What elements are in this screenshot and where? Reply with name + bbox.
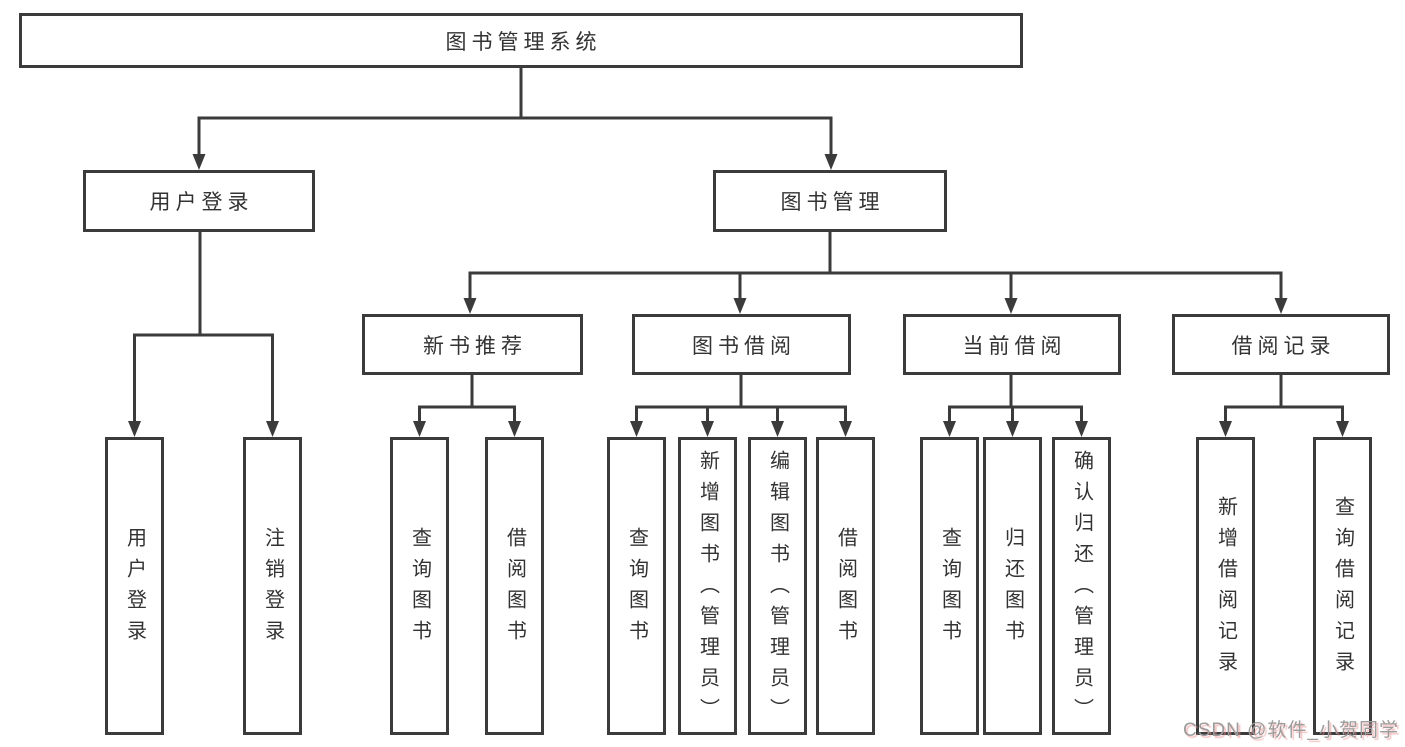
leaf-confirm-return-admin: 确认归还（管理员）	[1052, 437, 1111, 735]
leaf-add-borrow-record: 新增借阅记录	[1196, 437, 1255, 735]
csdn-watermark: CSDN @软件_小贺同学	[1183, 720, 1399, 741]
leaf-return-book: 归还图书	[983, 437, 1042, 735]
leaf-borrow-query-books: 查询图书	[607, 437, 666, 735]
node-book-management: 图书管理	[713, 170, 947, 232]
leaf-query-borrow-record: 查询借阅记录	[1313, 437, 1372, 735]
leaf-current-query-books: 查询图书	[920, 437, 979, 735]
leaf-user-login: 用户登录	[105, 437, 164, 735]
leaf-logout: 注销登录	[243, 437, 302, 735]
leaf-edit-book-admin: 编辑图书（管理员）	[748, 437, 807, 735]
leaf-recommend-query-books: 查询图书	[390, 437, 449, 735]
node-current-borrow: 当前借阅	[903, 314, 1121, 375]
leaf-add-book-admin: 新增图书（管理员）	[678, 437, 737, 735]
node-new-book-recommend: 新书推荐	[362, 314, 583, 375]
node-root: 图书管理系统	[19, 13, 1023, 68]
node-borrow-records: 借阅记录	[1172, 314, 1390, 375]
leaf-recommend-borrow-books: 借阅图书	[485, 437, 544, 735]
node-user-login: 用户登录	[83, 170, 315, 232]
node-book-borrow: 图书借阅	[632, 314, 851, 375]
leaf-borrow-book: 借阅图书	[816, 437, 875, 735]
